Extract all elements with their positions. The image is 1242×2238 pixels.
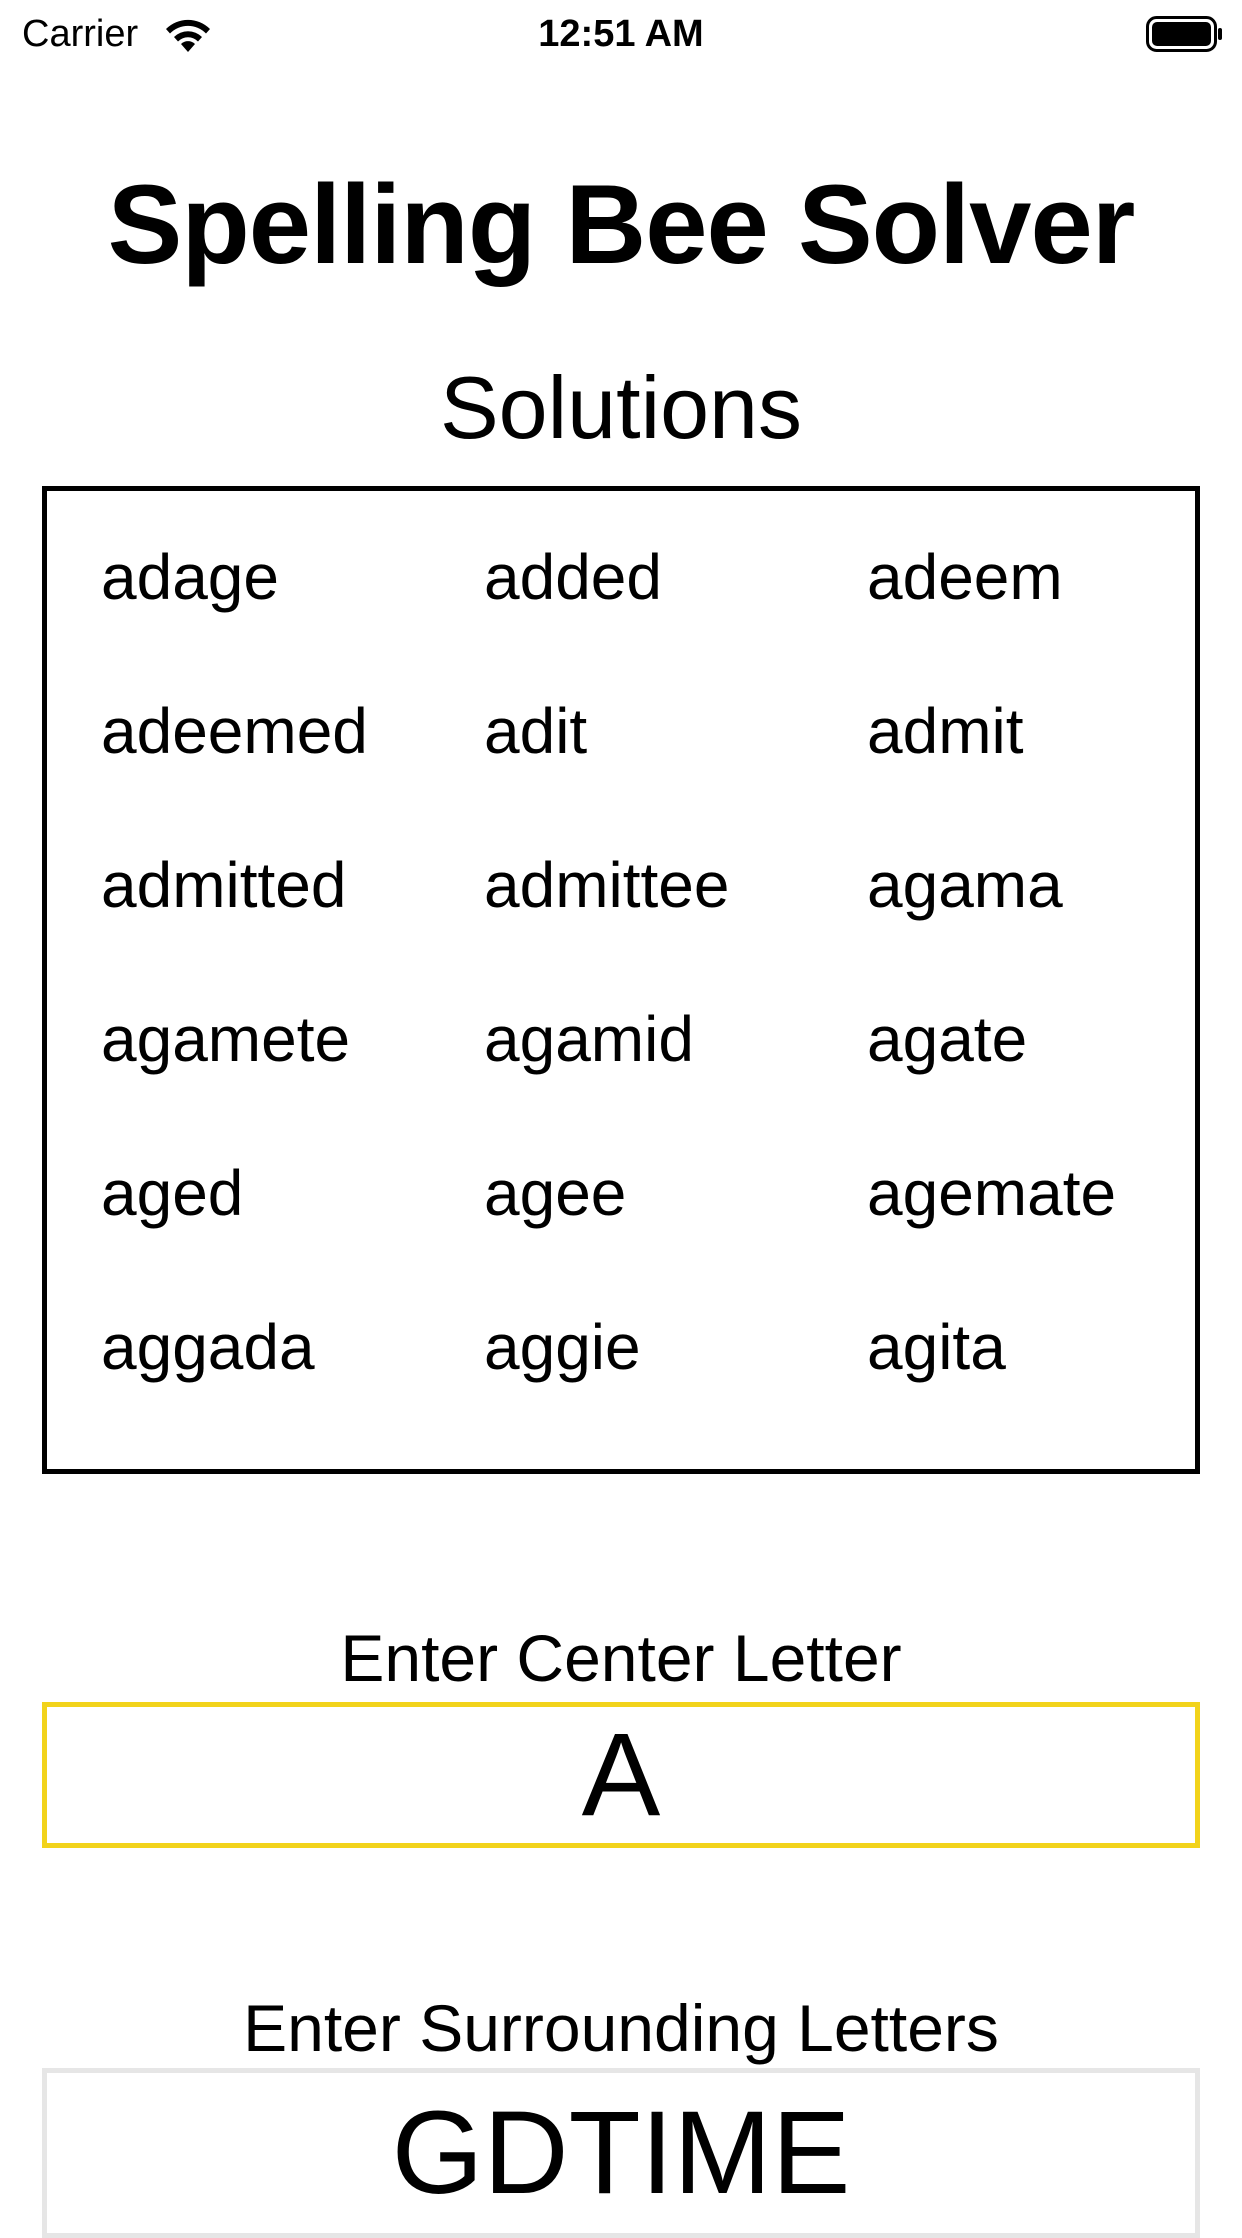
- solution-word: adeem: [867, 541, 1063, 613]
- solution-word: adit: [484, 695, 588, 767]
- battery-icon: [1146, 16, 1222, 52]
- surrounding-letters-label: Enter Surrounding Letters: [243, 1991, 999, 2065]
- solution-word: admittee: [484, 849, 730, 921]
- status-bar: Carrier 12:51 AM: [0, 0, 1242, 70]
- wifi-icon: [166, 19, 210, 52]
- solution-word: agama: [867, 849, 1063, 921]
- solutions-grid: adage added adeem adeemed adit admit adm…: [101, 533, 1195, 1391]
- solution-word: aged: [101, 1157, 244, 1229]
- surrounding-letters-input[interactable]: [42, 2068, 1200, 2238]
- solution-word: agate: [867, 1003, 1028, 1075]
- solution-word: agamete: [101, 1003, 351, 1075]
- solution-word: admitted: [101, 849, 347, 921]
- solution-word: agamid: [484, 1003, 694, 1075]
- solutions-heading: Solutions: [439, 358, 802, 457]
- solution-word: aggie: [484, 1311, 641, 1383]
- solution-word: agita: [867, 1311, 1006, 1383]
- clock: 12:51 AM: [538, 13, 704, 55]
- center-letter-label: Enter Center Letter: [340, 1621, 902, 1695]
- solution-word: aggada: [101, 1311, 315, 1383]
- solution-word: agee: [484, 1157, 627, 1229]
- solution-word: added: [484, 541, 662, 613]
- app-title: Spelling Bee Solver: [107, 162, 1136, 287]
- solution-word: admit: [867, 695, 1024, 767]
- solution-word: adeemed: [101, 695, 368, 767]
- solutions-list[interactable]: adage added adeem adeemed adit admit adm…: [42, 486, 1200, 1474]
- center-letter-input[interactable]: [42, 1702, 1200, 1848]
- solution-word: adage: [101, 541, 279, 613]
- solution-word: agemate: [867, 1157, 1117, 1229]
- carrier-label: Carrier: [22, 13, 139, 55]
